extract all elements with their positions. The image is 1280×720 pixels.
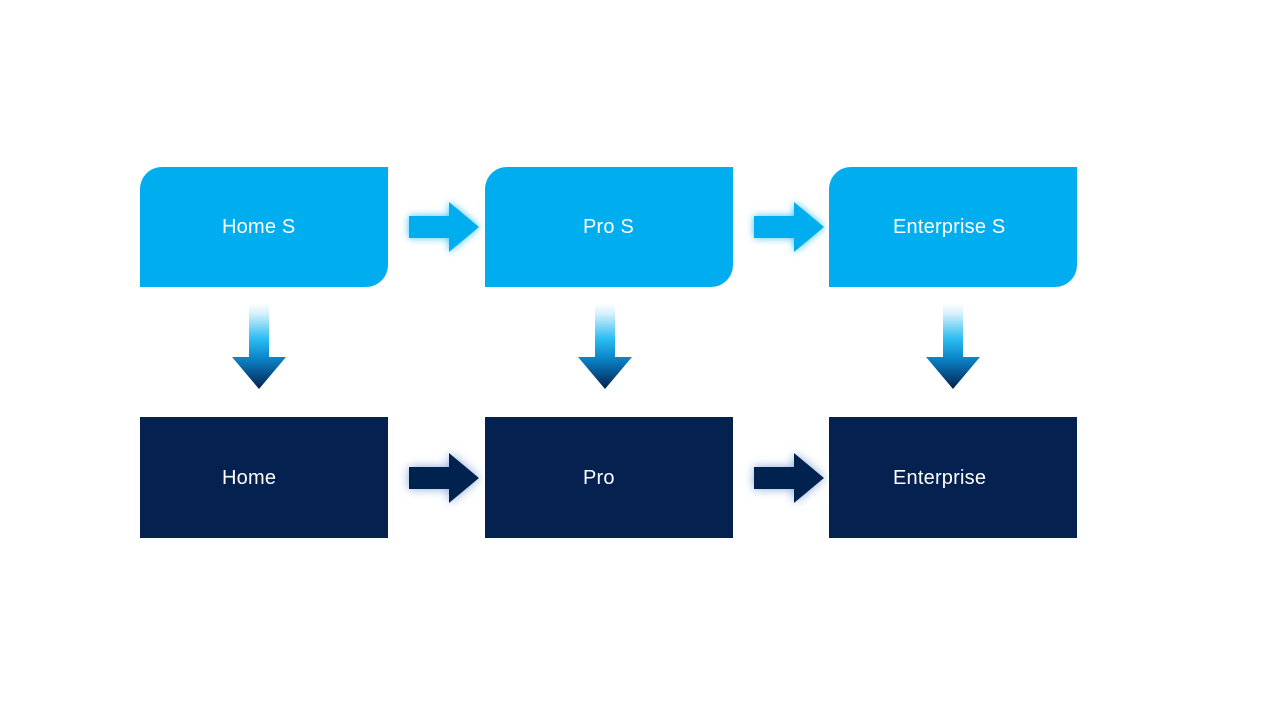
node-pro[interactable]: Pro (485, 417, 733, 538)
arrow-enterprise-s-to-enterprise (922, 303, 984, 393)
node-enterprise-s[interactable]: Enterprise S (829, 167, 1077, 287)
arrow-home-to-pro (405, 447, 483, 509)
node-pro-s[interactable]: Pro S (485, 167, 733, 287)
node-label: Enterprise S (893, 216, 1006, 238)
node-label: Enterprise (893, 466, 987, 489)
arrow-pro-to-enterprise (750, 447, 828, 509)
arrow-home-s-to-pro-s (405, 196, 483, 258)
node-home[interactable]: Home (140, 417, 388, 538)
node-label: Home S (222, 216, 296, 238)
arrow-home-s-to-home (228, 303, 290, 393)
node-label: Pro (583, 466, 615, 489)
node-enterprise[interactable]: Enterprise (829, 417, 1077, 538)
node-label: Pro S (583, 216, 635, 238)
arrow-pro-s-to-pro (574, 303, 636, 393)
node-home-s[interactable]: Home S (140, 167, 388, 287)
node-label: Home (222, 466, 277, 489)
arrow-pro-s-to-enterprise-s (750, 196, 828, 258)
